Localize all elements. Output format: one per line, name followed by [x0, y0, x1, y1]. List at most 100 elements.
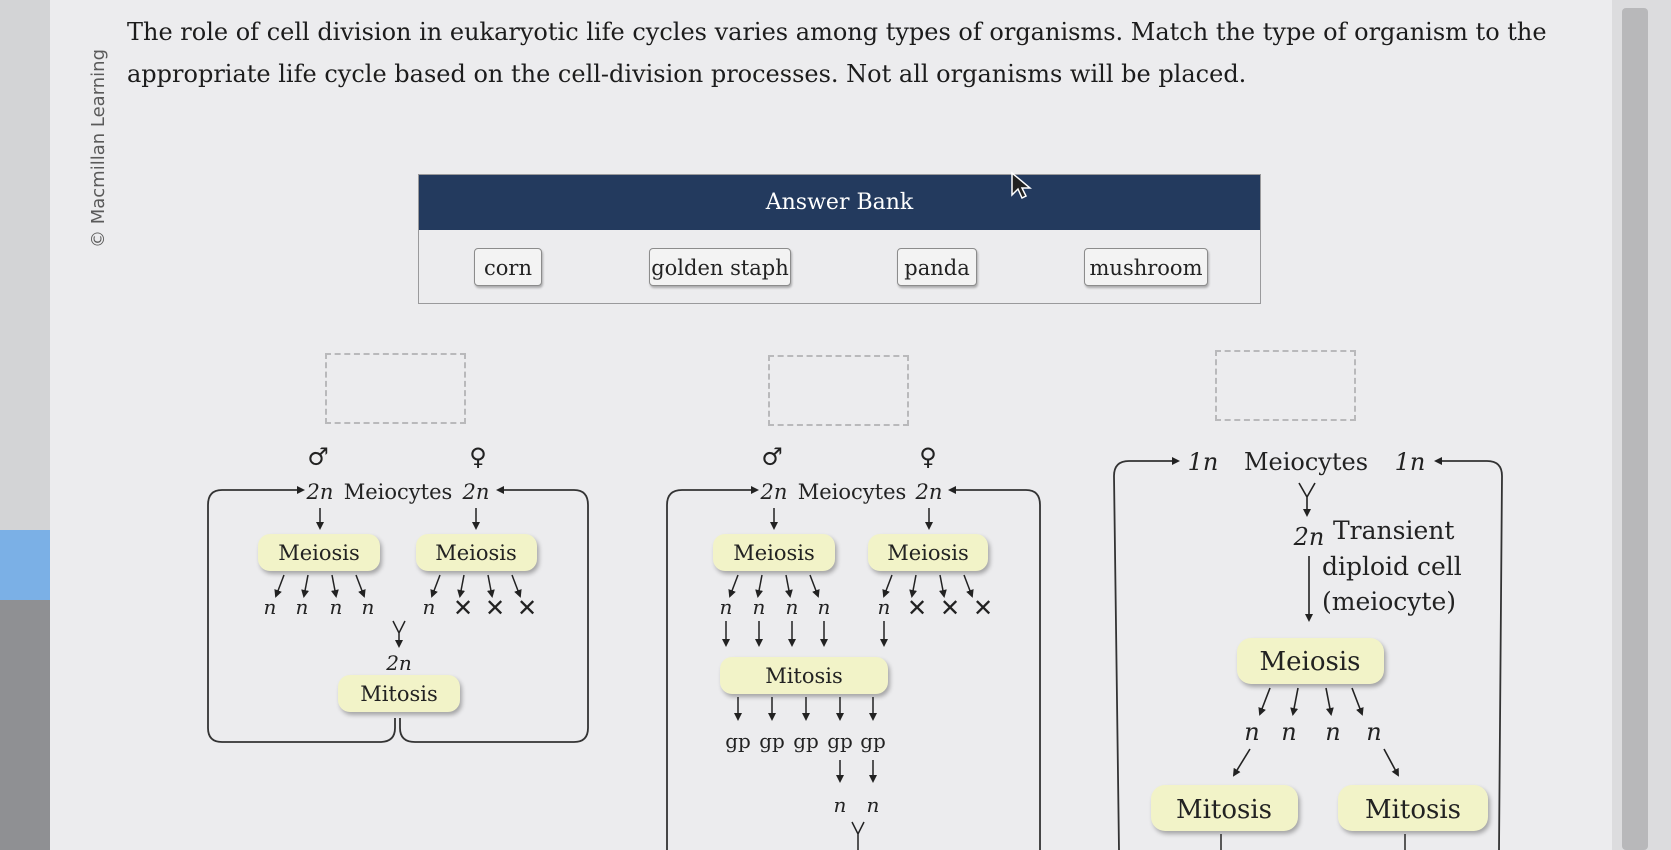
mitosis-box	[720, 657, 888, 694]
haploid-cell: n	[1366, 718, 1381, 746]
haploid-cell: n	[296, 595, 309, 619]
meiocytes-label: Meiocytes	[798, 480, 907, 504]
arrow	[728, 574, 739, 598]
life-cycle-1: ♂ ♀ 2n Meiocytes 2n Meiosis Meiosis n n …	[207, 443, 589, 743]
meiosis-box	[868, 534, 988, 571]
transient-label: Transient	[1333, 516, 1454, 545]
fertilization-arrow	[393, 620, 405, 646]
mitosis-box	[1151, 785, 1298, 831]
fertilization-arrow	[851, 821, 865, 850]
mitosis-label: Mitosis	[1176, 795, 1272, 825]
female-symbol: ♀	[919, 443, 937, 471]
degenerated-cell-x: ✕	[940, 594, 960, 622]
degenerated-cell-x: ✕	[517, 594, 537, 622]
arrow	[486, 574, 495, 598]
meiocytes-label: Meiocytes	[344, 480, 453, 504]
arrow	[1325, 687, 1334, 716]
meiosis-box	[713, 534, 835, 571]
haploid-cell: n	[423, 595, 436, 619]
haploid-cell: n	[330, 595, 343, 619]
mitosis-label: Mitosis	[765, 664, 843, 688]
meiosis-box	[258, 534, 380, 571]
haploid-cell: n	[720, 595, 733, 619]
meiosis-label: Meiosis	[733, 541, 815, 565]
arrow	[809, 574, 820, 598]
degenerated-cell-x: ✕	[485, 594, 505, 622]
diploid-ploidy: 2n	[1293, 523, 1325, 551]
haploid-cell: n	[818, 595, 831, 619]
mouse-pointer-icon	[1011, 171, 1032, 200]
loop-arrow-right	[1434, 457, 1503, 850]
meiosis-label: Meiosis	[435, 541, 517, 565]
haploid-cell: n	[753, 595, 766, 619]
arrow	[1351, 687, 1364, 716]
ploidy-label: 2n	[915, 480, 943, 504]
fusion-arrow	[1298, 482, 1316, 515]
degenerated-cell-x: ✕	[973, 594, 993, 622]
gametophyte-label: gp	[827, 729, 853, 753]
haploid-cell: n	[1281, 718, 1296, 746]
life-cycle-2: ♂ ♀ 2n Meiocytes 2n Meiosis Meiosis n n …	[666, 443, 1041, 850]
arrow	[1258, 687, 1271, 716]
drop-target-cycle-3[interactable]	[1215, 350, 1356, 421]
scrollbar-thumb[interactable]	[1622, 8, 1648, 850]
mitosis-box	[1338, 785, 1488, 831]
arrow	[784, 574, 793, 598]
arrow	[1383, 748, 1399, 777]
arrow	[755, 574, 764, 598]
haploid-cell: n	[878, 595, 891, 619]
arrow	[274, 574, 285, 598]
gametophyte-label: gp	[793, 729, 819, 753]
arrow	[882, 574, 893, 598]
arrow	[963, 574, 974, 598]
arrow	[938, 574, 947, 598]
question-text-line-2: appropriate life cycle based on the cell…	[127, 60, 1247, 88]
arrow	[457, 574, 466, 598]
arrow	[355, 574, 366, 598]
drop-target-cycle-2[interactable]	[768, 355, 909, 426]
background-window-edge-lower	[0, 600, 50, 850]
male-symbol: ♂	[761, 443, 783, 471]
question-text-line-1: The role of cell division in eukaryotic …	[127, 18, 1547, 46]
degenerated-cell-x: ✕	[453, 594, 473, 622]
drop-target-cycle-1[interactable]	[325, 353, 466, 424]
degenerated-cell-x: ✕	[907, 594, 927, 622]
life-cycle-3: 1n Meiocytes 1n 2n Transient diploid cel…	[1113, 448, 1503, 850]
ploidy-label: 1n	[1395, 448, 1426, 476]
gamete-cell: n	[834, 793, 847, 817]
arrow	[430, 574, 441, 598]
arrow	[909, 574, 918, 598]
answer-bank-title: Answer Bank	[419, 175, 1260, 230]
loop-arrow-left	[1113, 457, 1180, 850]
answer-chip-panda[interactable]: panda	[897, 248, 977, 286]
haploid-cell: n	[1244, 718, 1259, 746]
haploid-cell: n	[786, 595, 799, 619]
haploid-cell: n	[362, 595, 375, 619]
meiocytes-label: Meiocytes	[1244, 448, 1368, 476]
meiosis-box	[1237, 638, 1384, 684]
meiosis-label: Meiosis	[278, 541, 360, 565]
arrow	[1232, 748, 1251, 777]
arrow	[1290, 687, 1299, 716]
answer-chip-mushroom[interactable]: mushroom	[1084, 248, 1208, 286]
meiosis-label: Meiosis	[1260, 647, 1361, 677]
zygote-ploidy: 2n	[385, 651, 412, 675]
meiosis-box	[416, 534, 537, 571]
gametophyte-label: gp	[860, 729, 886, 753]
arrow	[511, 574, 522, 598]
arrow	[330, 574, 339, 598]
loop-arrow-right	[948, 486, 1041, 850]
ploidy-label: 2n	[306, 480, 334, 504]
loop-arrow-left	[666, 486, 759, 850]
answer-bank: Answer Bank corn golden staph panda mush…	[418, 174, 1261, 304]
loop-arrow-left	[207, 486, 396, 743]
transient-label: diploid cell	[1322, 552, 1462, 581]
loop-arrow-right	[399, 486, 589, 743]
answer-chip-corn[interactable]: corn	[474, 248, 542, 286]
arrow	[301, 574, 310, 598]
answer-chip-golden-staph[interactable]: golden staph	[649, 248, 791, 286]
haploid-cell: n	[1325, 718, 1340, 746]
female-symbol: ♀	[469, 443, 487, 471]
